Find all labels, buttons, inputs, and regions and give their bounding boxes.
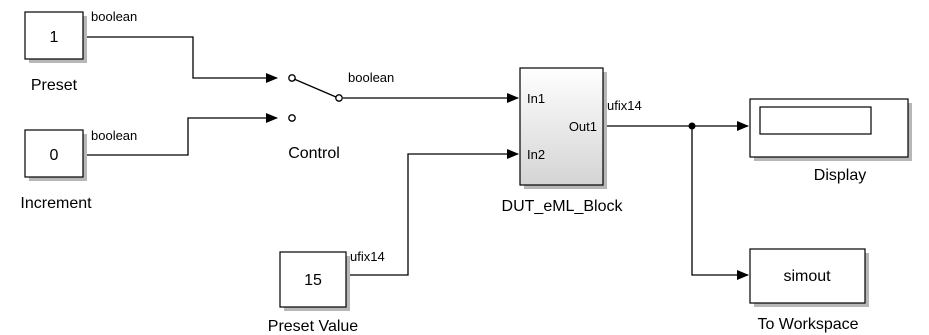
preset-value-constant-block[interactable]: 15 [279, 251, 350, 311]
dut-port-in2: In2 [527, 147, 545, 162]
branch-point [688, 122, 696, 130]
to-workspace-label: To Workspace [757, 316, 858, 333]
signal-label-switch-out: boolean [348, 70, 394, 85]
switch-contact-upper [288, 74, 296, 82]
dut-port-out1: Out1 [569, 119, 597, 134]
control-label: Control [288, 145, 340, 162]
signal-label-increment: boolean [91, 128, 137, 143]
increment-constant-block[interactable]: 0 [24, 129, 87, 181]
display-block[interactable] [749, 98, 912, 161]
switch-pivot [335, 94, 343, 102]
switch-lever [293, 78, 337, 98]
signal-lines [84, 36, 749, 280]
control-manual-switch[interactable] [288, 74, 343, 122]
preset-label: Preset [31, 77, 78, 94]
signal-label-preset: boolean [91, 9, 137, 24]
wire-increment-to-switch[interactable] [84, 113, 278, 156]
display-readout [759, 106, 872, 135]
to-workspace-block[interactable]: simout [749, 248, 869, 307]
preset-constant-block[interactable]: 1 [24, 11, 87, 63]
to-workspace-variable-text: simout [783, 268, 831, 285]
increment-label: Increment [20, 195, 92, 212]
increment-value-text: 0 [50, 147, 59, 164]
signal-label-presetvalue: ufix14 [350, 249, 385, 264]
wire-presetvalue-to-dut-in2[interactable] [348, 149, 519, 276]
dut-port-in1: In1 [527, 91, 545, 106]
display-label: Display [814, 167, 866, 184]
wire-branch-to-workspace[interactable] [691, 126, 749, 280]
signal-label-dut-out: ufix14 [607, 98, 642, 113]
dut-eml-block-label: DUT_eML_Block [502, 198, 624, 215]
wire-preset-to-switch[interactable] [84, 36, 278, 83]
switch-contact-lower [288, 114, 296, 122]
preset-value-text: 1 [50, 29, 59, 46]
preset-value-label: Preset Value [268, 318, 359, 335]
preset-value-value-text: 15 [304, 272, 322, 289]
dut-eml-block[interactable]: In1 In2 Out1 [519, 67, 607, 189]
dut-eml-block-body [519, 67, 604, 186]
